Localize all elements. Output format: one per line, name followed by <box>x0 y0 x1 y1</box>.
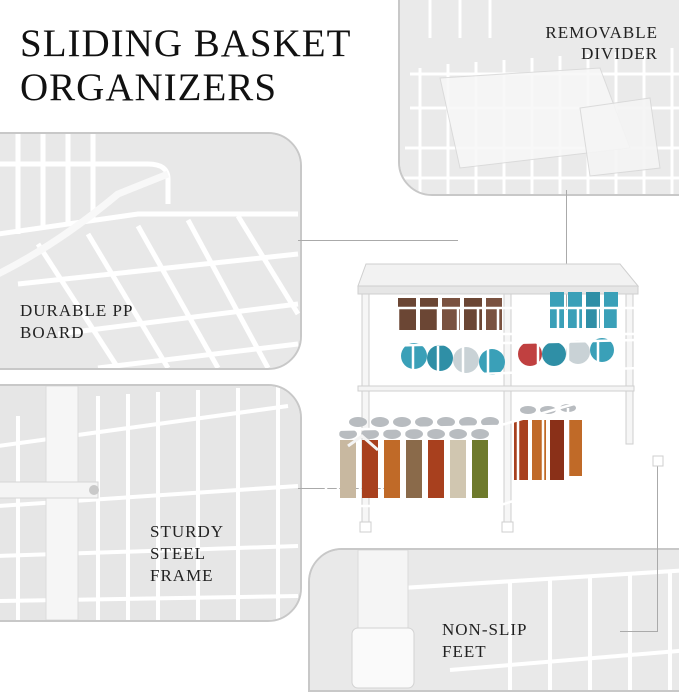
steel-frame-illustration <box>0 386 300 620</box>
removable-divider-detail <box>398 0 679 196</box>
sturdy-steel-frame-line-1: STURDY <box>150 522 225 541</box>
title-line-2: ORGANIZERS <box>20 66 278 109</box>
durable-pp-board-detail <box>0 132 302 370</box>
sturdy-steel-frame-detail <box>0 384 302 622</box>
connector-line-divider <box>566 190 567 310</box>
divider-basket-illustration <box>400 0 679 194</box>
title-line-1: SLIDING BASKET <box>20 22 352 65</box>
tier-3-contents <box>339 404 582 498</box>
durable-pp-board-line-2: BOARD <box>20 323 85 342</box>
connector-line-feet-v <box>657 462 658 632</box>
connector-line-feet-h <box>620 631 658 632</box>
sturdy-steel-frame-line-3: FRAME <box>150 566 214 585</box>
non-slip-feet-label: NON-SLIP FEET <box>442 619 527 663</box>
durable-pp-board-label: DURABLE PP BOARD <box>20 300 133 344</box>
feet-illustration <box>310 550 679 690</box>
pp-board-illustration <box>0 134 300 368</box>
removable-divider-label: REMOVABLE DIVIDER <box>526 22 658 64</box>
non-slip-feet-detail <box>308 548 679 692</box>
sturdy-steel-frame-label: STURDY STEEL FRAME <box>150 521 224 587</box>
organizer-illustration <box>324 263 664 533</box>
non-slip-feet-line-1: NON-SLIP <box>442 620 528 639</box>
removable-divider-line-1: REMOVABLE <box>545 23 658 42</box>
non-slip-feet-line-2: FEET <box>442 642 487 661</box>
durable-pp-board-line-1: DURABLE PP <box>20 301 134 320</box>
sturdy-steel-frame-line-2: STEEL <box>150 544 206 563</box>
page-title: SLIDING BASKET ORGANIZERS <box>20 22 351 110</box>
removable-divider-line-2: DIVIDER <box>581 44 658 63</box>
product-organizer <box>318 250 668 550</box>
connector-line-board <box>298 240 458 241</box>
